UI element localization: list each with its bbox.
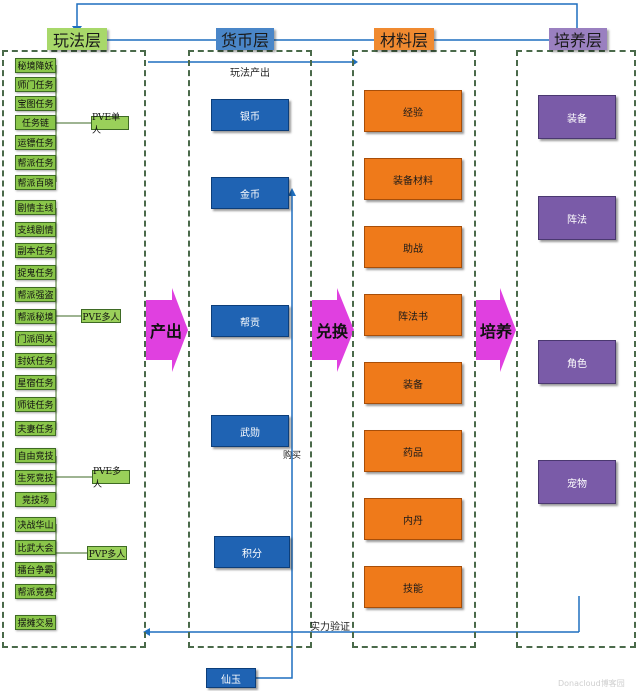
buy-note: 购买 — [283, 451, 302, 461]
produce-arrow — [146, 288, 188, 372]
play-item: 任务链 — [15, 115, 56, 130]
nurture-character: 角色 — [538, 340, 616, 384]
currency-silver: 银币 — [211, 99, 289, 131]
material-equip-mats: 装备材料 — [364, 158, 462, 200]
nurture-equipment: 装备 — [538, 95, 616, 139]
play-item: 门派闯关 — [15, 331, 56, 346]
play-item: 支线剧情 — [15, 222, 56, 237]
play-layer-label: 玩法层 — [47, 28, 107, 50]
produce-arrow-label: 产出 — [150, 322, 183, 341]
play-item: 师门任务 — [15, 77, 56, 92]
play-item: 帮派秘境 — [15, 309, 56, 324]
currency-points: 积分 — [214, 536, 290, 568]
play-item: 帮派竞赛 — [15, 584, 56, 599]
nurture-arrow-label: 培养 — [480, 322, 513, 341]
currency-gold: 金币 — [211, 177, 289, 209]
currency-column — [188, 50, 312, 648]
top-feedback-line — [76, 3, 578, 28]
nurture-layer-label: 培养层 — [549, 28, 607, 50]
play-item: 封妖任务 — [15, 353, 56, 368]
material-inner-core: 内丹 — [364, 498, 462, 540]
group-tag-pve-multi-2: PVE多人 — [92, 467, 130, 490]
material-medicine: 药品 — [364, 430, 462, 472]
play-item: 秘境降妖 — [15, 58, 56, 73]
material-exp: 经验 — [364, 90, 462, 132]
play-item: 竞技场 — [15, 492, 56, 507]
currency-jade: 仙玉 — [206, 668, 256, 688]
currency-layer-label: 货币层 — [216, 28, 274, 50]
play-item-stall-trade: 摆摊交易 — [15, 615, 56, 630]
play-item: 擂台争霸 — [15, 562, 56, 577]
buy-arrowhead — [288, 188, 296, 196]
play-item: 捉鬼任务 — [15, 265, 56, 280]
play-item: 帮派强盗 — [15, 287, 56, 302]
play-item: 宝图任务 — [15, 96, 56, 111]
play-item: 师徒任务 — [15, 397, 56, 412]
group-tag-pve-multi: PVE多人 — [81, 309, 121, 323]
play-output-note: 玩法产出 — [230, 68, 270, 79]
watermark: Donacloud博客园 — [558, 679, 625, 688]
material-skill: 技能 — [364, 566, 462, 608]
play-item: 生死竞技 — [15, 470, 56, 485]
play-item: 比武大会 — [15, 540, 56, 555]
currency-merit: 武勋 — [211, 415, 289, 447]
nurture-column — [516, 50, 636, 648]
play-item: 剧情主线 — [15, 200, 56, 215]
material-layer-label: 材料层 — [374, 28, 434, 50]
nurture-pet: 宠物 — [538, 460, 616, 504]
play-item: 帮派百晓 — [15, 175, 56, 190]
group-tag-pvp-multi: PVP多人 — [87, 546, 127, 560]
play-item: 自由竞技 — [15, 448, 56, 463]
play-item: 夫妻任务 — [15, 421, 56, 436]
play-tree-connectors — [55, 65, 92, 592]
play-item: 星宿任务 — [15, 375, 56, 390]
material-formation-book: 阵法书 — [364, 294, 462, 336]
nurture-formation: 阵法 — [538, 196, 616, 240]
play-item: 帮派任务 — [15, 155, 56, 170]
material-column — [352, 50, 476, 648]
buy-line — [256, 192, 293, 679]
strength-verify-note: 实力验证 — [310, 622, 350, 633]
currency-guild-contribution: 帮贡 — [211, 305, 289, 337]
play-item: 运镖任务 — [15, 135, 56, 150]
material-assist: 助战 — [364, 226, 462, 268]
nurture-arrow — [476, 288, 516, 372]
exchange-arrow-label: 兑换 — [316, 322, 349, 341]
play-column — [2, 50, 146, 648]
strength-verify-arrowhead — [143, 628, 150, 636]
exchange-arrow — [312, 288, 354, 372]
play-item: 副本任务 — [15, 243, 56, 258]
group-tag-pve-single: PVE单人 — [91, 113, 129, 136]
play-item: 决战华山 — [15, 517, 56, 532]
material-equipment: 装备 — [364, 362, 462, 404]
